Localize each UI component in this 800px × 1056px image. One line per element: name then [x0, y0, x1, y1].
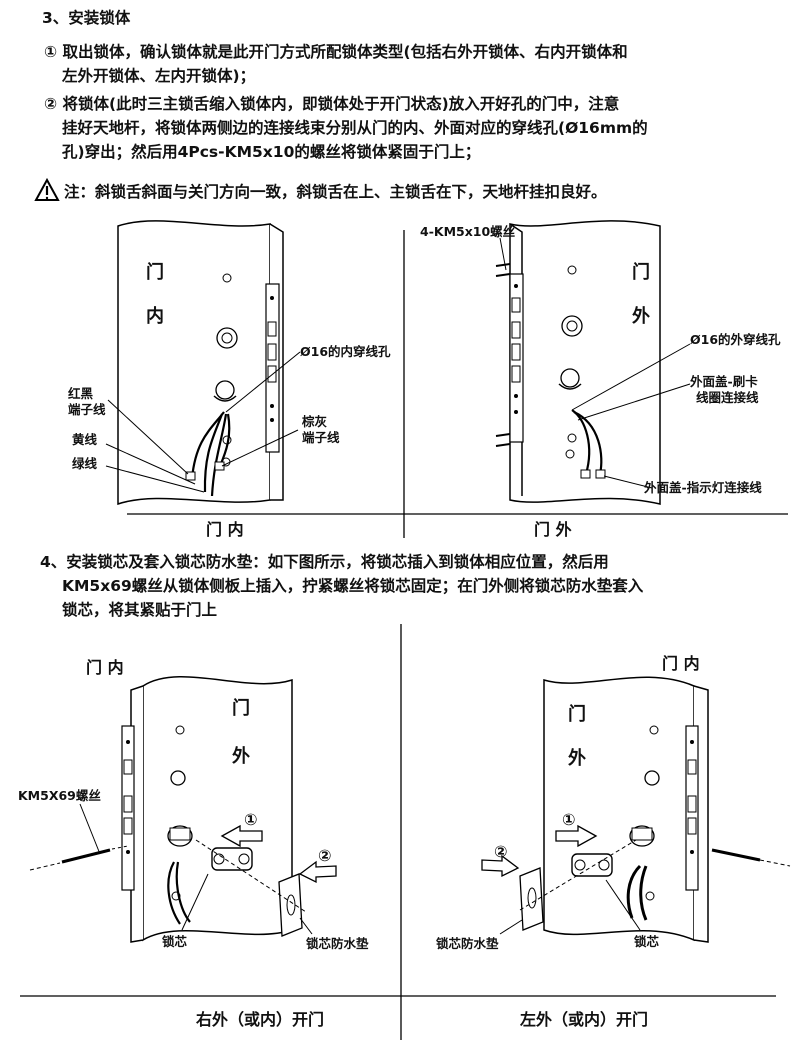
right-door-label-2: 外	[632, 306, 650, 327]
caption-outer: 门 外	[534, 520, 572, 539]
caption-inner: 门 内	[206, 520, 244, 539]
fig2-right-step1: ①	[562, 810, 576, 829]
left-door-label-2: 内	[146, 306, 164, 327]
section4-line2: KM5x69螺丝从锁体侧板上插入，拧紧螺丝将锁芯固定；在门外侧将锁芯防水垫套入	[62, 577, 644, 595]
section4-line1: 4、安装锁芯及套入锁芯防水垫：如下图所示，将锁芯插入到锁体相应位置，然后用	[40, 553, 609, 571]
door-fig2-left	[29, 676, 337, 943]
step2-line3: 孔)穿出；然后用4Pcs-KM5x10的螺丝将锁体紧固于门上；	[62, 143, 481, 161]
fig2-left-door-2: 外	[232, 746, 250, 767]
step2-line1: ② 将锁体(此时三主锁舌缩入锁体内，即锁体处于开门状态)放入开好孔的门中，注意	[44, 95, 620, 113]
fig2-right-door-1: 门	[568, 704, 586, 725]
door-inner-left	[105, 220, 301, 506]
label-yellow: 黄线	[72, 432, 98, 447]
fig2-right-step2: ②	[494, 842, 508, 861]
label-core-left: 锁芯	[162, 934, 188, 949]
label-pad-right: 锁芯防水垫	[436, 936, 499, 951]
section4-line3: 锁芯，将其紧贴于门上	[62, 601, 218, 619]
label-screw-km5x69: KM5X69螺丝	[18, 788, 101, 803]
fig2-right-top: 门 内	[662, 654, 700, 673]
fig2-right-door-2: 外	[568, 748, 586, 769]
step1-line2: 左外开锁体、左内开锁体)；	[62, 67, 256, 85]
fig2-left-door-1: 门	[232, 698, 250, 719]
fig2-step2: ②	[318, 846, 332, 865]
label-led: 外面盖-指示灯连接线	[644, 480, 762, 495]
caption-right-opening: 右外（或内）开门	[196, 1010, 325, 1029]
label-green: 绿线	[72, 456, 98, 471]
label-card-1: 外面盖-刷卡	[690, 374, 758, 389]
label-card-2: 线圈连接线	[696, 390, 759, 405]
label-inner-hole: Ø16的内穿线孔	[300, 344, 391, 359]
label-screws: 4-KM5x10螺丝	[420, 224, 516, 239]
section3-heading: 3、安装锁体	[42, 9, 131, 27]
label-outer-hole: Ø16的外穿线孔	[690, 332, 781, 347]
fig2-step1: ①	[244, 810, 258, 829]
label-core-right: 锁芯	[634, 934, 660, 949]
fig2-left-top: 门 内	[86, 658, 124, 677]
right-door-label-1: 门	[632, 262, 650, 283]
step1-line1: ① 取出锁体，确认锁体就是此开门方式所配锁体类型(包括右外开锁体、右内开锁体和	[44, 43, 628, 61]
door-outer-right	[495, 220, 691, 505]
label-red-black-1: 红黑	[68, 386, 94, 401]
door-fig2-right	[481, 676, 791, 943]
warning-icon	[34, 177, 60, 201]
left-door-label-1: 门	[146, 262, 164, 283]
step2-line2: 挂好天地杆，将锁体两侧边的连接线束分别从门的内、外面对应的穿线孔(Ø16mm的	[62, 119, 648, 137]
note-text: 注：斜锁舌斜面与关门方向一致，斜锁舌在上、主锁舌在下，天地杆挂扣良好。	[64, 183, 607, 201]
caption-left-opening: 左外（或内）开门	[520, 1010, 649, 1029]
label-pad-left: 锁芯防水垫	[306, 936, 369, 951]
label-brown-gray-1: 棕灰	[302, 414, 328, 429]
label-brown-gray-2: 端子线	[302, 430, 340, 445]
label-red-black-2: 端子线	[68, 402, 106, 417]
